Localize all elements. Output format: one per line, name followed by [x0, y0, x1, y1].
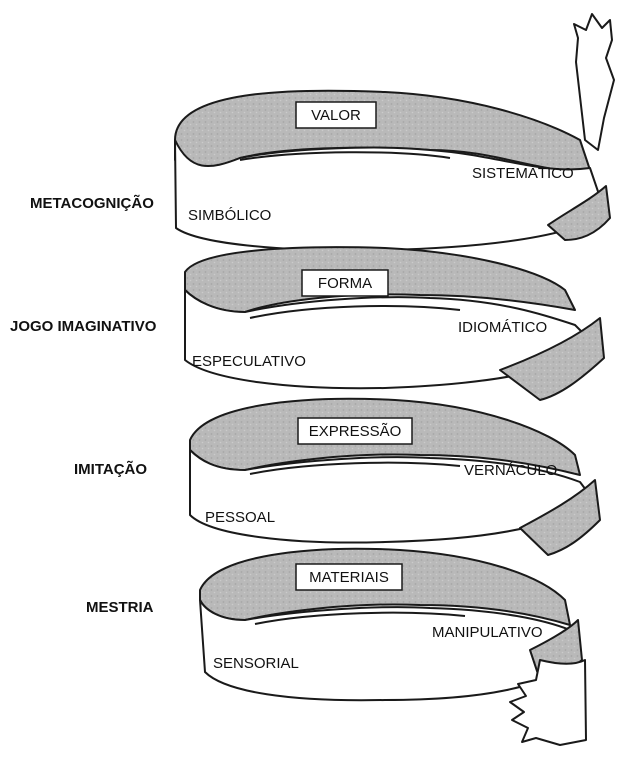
level-2-right-label: IDIOMÁTICO — [458, 319, 547, 336]
level-3-right-label: VERNÁCULO — [464, 462, 557, 479]
level-4-right-label: MANIPULATIVO — [432, 624, 543, 641]
side-labels: METACOGNIÇÃO JOGO IMAGINATIVO IMITAÇÃO M… — [10, 194, 157, 616]
level-3-left-label: PESSOAL — [205, 509, 275, 526]
level-4-side-label: MESTRIA — [86, 599, 154, 616]
level-4-box-label: MATERIAIS — [309, 569, 389, 586]
level-1-box-label: VALOR — [311, 107, 361, 124]
level-3-box-label: EXPRESSÃO — [309, 423, 402, 440]
level-1-right-label: SISTEMÁTICO — [472, 165, 574, 182]
level-2-side-label: JOGO IMAGINATIVO — [10, 318, 157, 335]
top-torn-end — [574, 14, 614, 150]
level-2-box-label: FORMA — [318, 275, 372, 292]
level-3-side-label: IMITAÇÃO — [74, 460, 147, 478]
level-4-left-label: SENSORIAL — [213, 655, 299, 672]
level-1-side-label: METACOGNIÇÃO — [30, 194, 154, 212]
level-1-left-label: SIMBÓLICO — [188, 207, 271, 224]
spiral-bands — [175, 14, 614, 745]
level-2-left-label: ESPECULATIVO — [192, 353, 306, 370]
